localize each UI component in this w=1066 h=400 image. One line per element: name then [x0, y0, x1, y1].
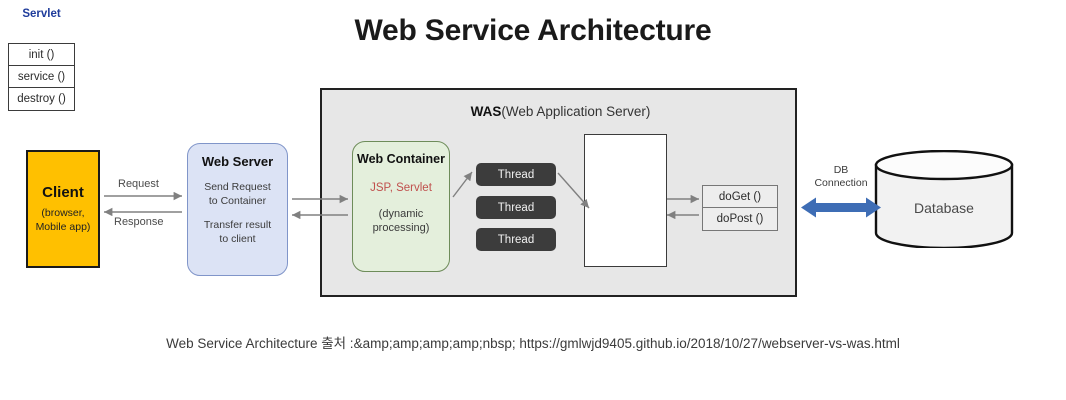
was-title-bold: WAS — [470, 104, 502, 119]
client-subtitle-line1: (browser, — [41, 207, 85, 220]
was-title-rest: (Web Application Server) — [501, 104, 651, 119]
database-cylinder — [874, 149, 1014, 250]
dynamic-processing-line2: processing) — [372, 222, 430, 235]
web-container-box: Web Container JSP, Servlet (dynamic proc… — [352, 141, 450, 272]
web-container-title: Web Container — [357, 152, 445, 166]
http-methods-box: doGet () doPost () — [702, 185, 778, 231]
web-server-box: Web Server Send Request to Container Tra… — [187, 143, 288, 276]
servlet-method-row: service () — [9, 66, 74, 88]
thread-box: Thread — [476, 163, 556, 186]
servlet-methods-table: init () service () destroy () — [8, 43, 75, 111]
client-title: Client — [42, 184, 84, 202]
db-connection-arrow — [801, 197, 881, 218]
was-title: WAS(Web Application Server) — [322, 104, 799, 119]
http-method-row: doGet () — [703, 186, 777, 208]
web-server-line2: to Container — [208, 194, 267, 207]
response-label: Response — [114, 216, 164, 228]
dynamic-processing-label: (dynamic processing) — [373, 207, 430, 236]
db-connection-line2: Connection — [814, 177, 868, 190]
web-server-line4: to client — [219, 232, 256, 245]
client-subtitle-line2: Mobile app) — [35, 220, 91, 233]
web-server-line3: Transfer result — [203, 219, 272, 232]
web-server-title: Web Server — [201, 154, 274, 169]
client-subtitle: (browser, Mobile app) — [36, 207, 91, 233]
thread-box: Thread — [476, 228, 556, 251]
db-connection-line1: DB — [833, 164, 849, 176]
caption: Web Service Architecture 출처 :&amp;amp;am… — [166, 336, 900, 351]
servlet-title: Servlet — [22, 8, 61, 20]
thread-box: Thread — [476, 196, 556, 219]
servlet-method-row: destroy () — [17, 93, 66, 105]
request-label: Request — [118, 178, 159, 190]
servlet-method-row: init () — [9, 44, 74, 66]
servlet-box — [584, 134, 667, 267]
client-box: Client (browser, Mobile app) — [26, 150, 100, 268]
jsp-servlet-label: JSP, Servlet — [370, 182, 432, 194]
db-connection-label: DB Connection — [805, 164, 877, 190]
dynamic-processing-line1: (dynamic — [378, 208, 424, 220]
web-server-line1: Send Request — [204, 181, 271, 193]
database-icon — [874, 149, 1014, 250]
database-label: Database — [914, 200, 974, 216]
http-method-row: doPost () — [716, 213, 764, 225]
page-title: Web Service Architecture — [354, 14, 712, 47]
